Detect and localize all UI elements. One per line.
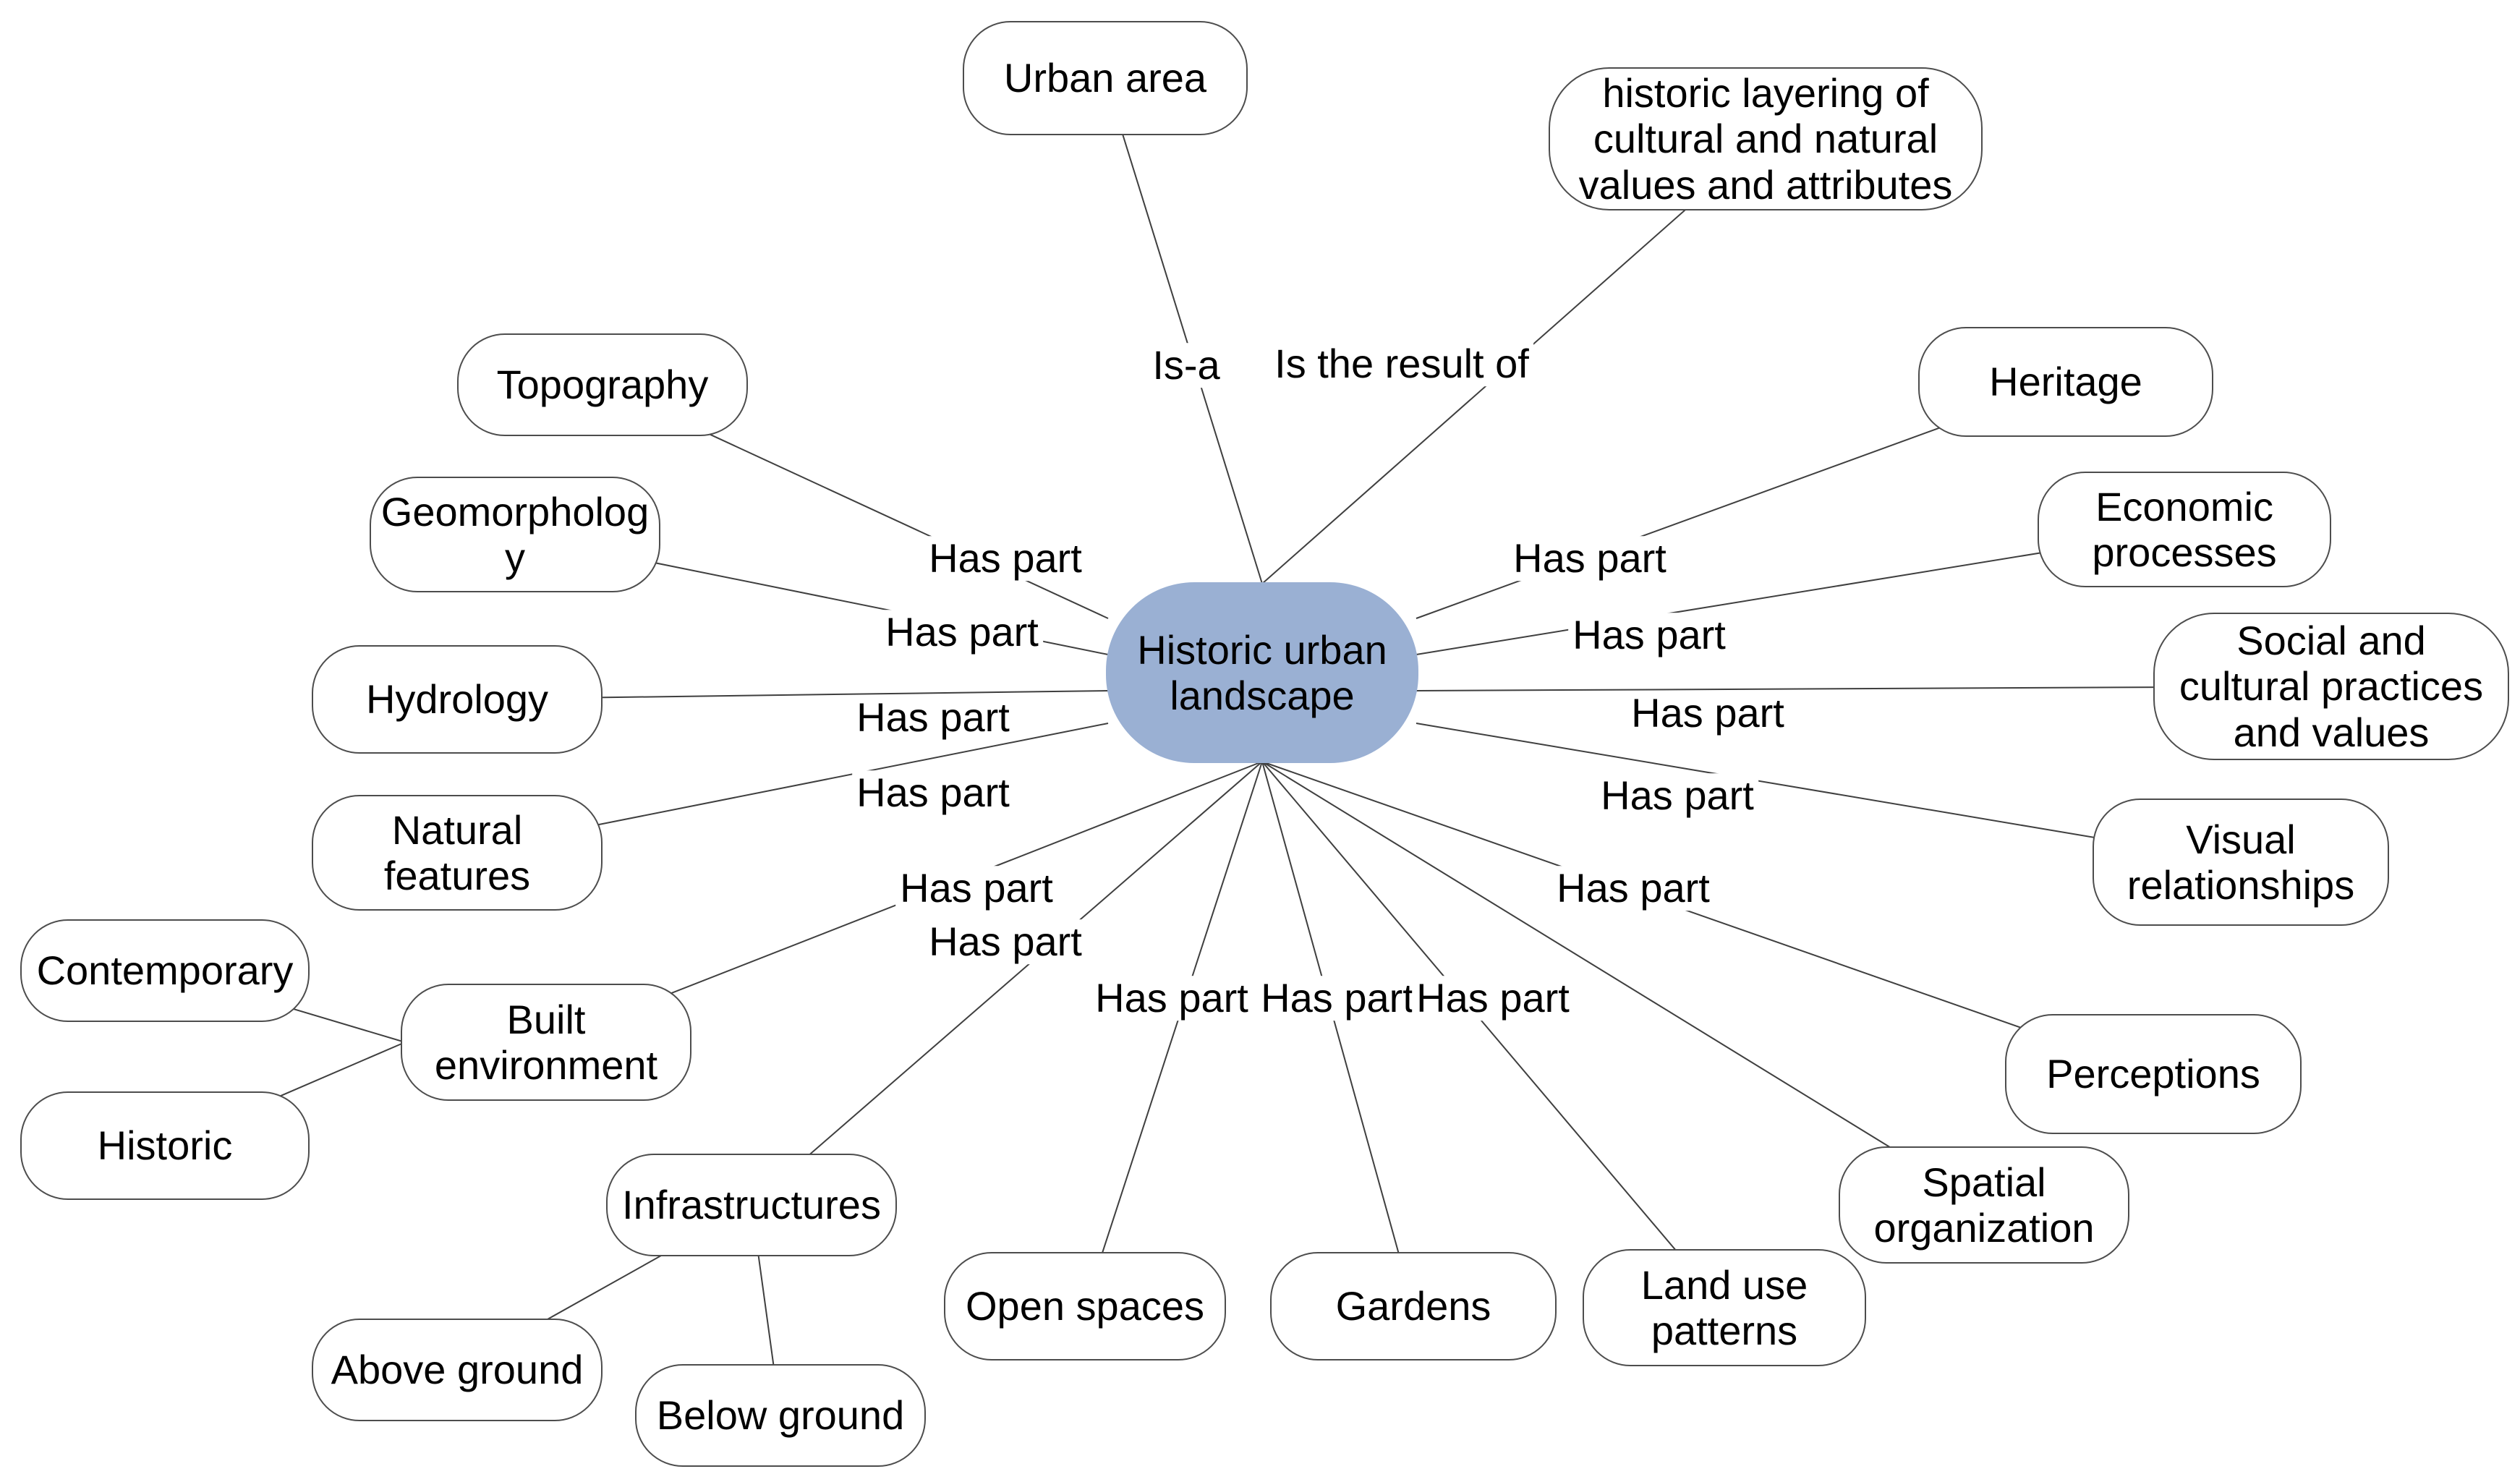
edge-label: Has part <box>852 770 1014 815</box>
edge-label: Has part <box>1627 691 1789 736</box>
edge-label: Is the result of <box>1270 341 1533 386</box>
node-label-line: cultural practices <box>2179 663 2484 710</box>
concept-node-above-ground: Above ground <box>312 1319 603 1421</box>
node-label-line: Infrastructures <box>622 1182 881 1228</box>
node-label-line: Heritage <box>1989 359 2142 405</box>
node-label-line: Contemporary <box>36 947 294 994</box>
edge-historic-urban-landscape-to-gardens <box>1261 761 1414 1307</box>
edge-label: Has part <box>1568 613 1730 657</box>
node-label-line: Historic <box>97 1123 233 1169</box>
edge-label: Is-a <box>1148 343 1225 388</box>
edge-label: Has part <box>1596 773 1758 818</box>
concept-node-perceptions: Perceptions <box>2005 1014 2302 1134</box>
node-label-line: landscape <box>1170 673 1355 718</box>
node-label-line: Open spaces <box>966 1283 1204 1329</box>
edge-label: Has part <box>895 866 1057 911</box>
node-label-line: values and attributes <box>1578 161 1953 208</box>
node-label-line: Natural <box>391 806 523 853</box>
node-label-line: Historic urban <box>1137 626 1387 673</box>
node-label-line: Gardens <box>1335 1283 1491 1329</box>
node-label-line: Perceptions <box>2046 1051 2260 1097</box>
edge-historic-urban-landscape-to-perceptions <box>1261 761 2154 1075</box>
node-label-line: historic layering of <box>1602 70 1929 116</box>
concept-node-urban-area: Urban area <box>963 21 1248 135</box>
node-label-line: patterns <box>1651 1308 1798 1353</box>
edge-label: Has part <box>881 610 1043 655</box>
node-label-line: y <box>505 535 525 580</box>
concept-node-heritage: Heritage <box>1918 327 2213 437</box>
edge-historic-urban-landscape-to-land-use-patterns <box>1261 761 1725 1308</box>
node-label-line: processes <box>2092 529 2277 575</box>
concept-node-topography: Topography <box>457 333 748 436</box>
node-label-line: Urban area <box>1003 55 1207 101</box>
node-label-line: Spatial <box>1922 1159 2046 1205</box>
node-label-line: and values <box>2233 709 2430 755</box>
node-label-line: Above ground <box>331 1347 584 1393</box>
edge-label: Has part <box>1509 536 1671 581</box>
edge-historic-urban-landscape-to-spatial-organization <box>1261 761 1985 1206</box>
node-label-line: Visual <box>2186 816 2296 862</box>
edge-label: Has part <box>924 536 1086 581</box>
concept-node-below-ground: Below ground <box>635 1364 926 1467</box>
node-label-line: organization <box>1873 1205 2095 1251</box>
concept-node-open-spaces: Open spaces <box>944 1252 1226 1360</box>
concept-node-historic: Historic <box>20 1091 310 1200</box>
edge-historic-urban-landscape-to-infrastructures <box>751 761 1263 1206</box>
node-label-line: cultural and natural <box>1593 116 1938 162</box>
concept-node-contemporary: Contemporary <box>20 919 310 1022</box>
node-label-line: Topography <box>496 362 709 408</box>
node-label-line: Land use <box>1640 1261 1808 1308</box>
node-label-line: Built <box>506 996 586 1042</box>
concept-node-hydrology: Hydrology <box>312 645 603 754</box>
node-label-line: Social and <box>2236 618 2426 664</box>
edge-label: Has part <box>1091 976 1253 1021</box>
edge-label: Has part <box>1412 976 1574 1021</box>
concept-node-infrastructures: Infrastructures <box>606 1154 897 1256</box>
node-label-line: Hydrology <box>365 676 549 723</box>
node-label-line: Below ground <box>656 1392 905 1439</box>
node-label-line: Geomorpholog <box>380 488 650 535</box>
edge-label: Has part <box>1256 976 1418 1021</box>
node-label-line: relationships <box>2127 862 2355 908</box>
edge-label: Has part <box>1552 866 1714 911</box>
edge-historic-urban-landscape-to-urban-area <box>1104 77 1263 584</box>
node-label-line: Economic <box>2095 483 2273 529</box>
node-label-line: features <box>383 853 531 898</box>
concept-node-gardens: Gardens <box>1270 1252 1557 1360</box>
edge-label: Has part <box>852 695 1014 740</box>
edge-historic-urban-landscape-to-open-spaces <box>1084 761 1263 1307</box>
node-label-line: environment <box>434 1042 658 1088</box>
edge-label: Has part <box>924 919 1086 964</box>
